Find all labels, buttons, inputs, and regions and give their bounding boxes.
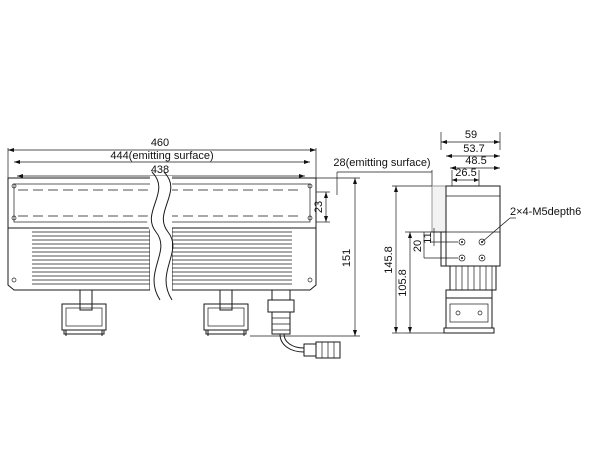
- fins-left: [32, 231, 150, 285]
- dim-26-5: 26.5: [451, 167, 480, 186]
- dim-23: 23: [313, 191, 330, 223]
- m5-holes: [458, 217, 516, 262]
- break-line-left: [150, 171, 162, 301]
- housing-right: [171, 228, 317, 291]
- dim-20: 20: [412, 232, 458, 259]
- dim-label-side-width-c: 26.5: [455, 167, 476, 179]
- dim-label-emitting-width: 28(emitting surface): [333, 157, 430, 169]
- hole: [307, 183, 313, 189]
- dim-48-5: 48.5: [450, 155, 500, 170]
- dim-label-hole-pitch: 20: [412, 240, 424, 252]
- bracket-right: [203, 289, 249, 336]
- cable-wire: [279, 333, 305, 353]
- bracket-left: [61, 289, 107, 336]
- hole: [307, 277, 313, 283]
- side-housing: [445, 185, 501, 267]
- dim-label-hole-offset: 11: [422, 232, 434, 243]
- dim-28-emitting: 28(emitting surface): [333, 157, 433, 195]
- dim-145-8: 145.8: [383, 185, 432, 334]
- dim-53-7: 53.7: [446, 143, 500, 158]
- housing-left: [7, 228, 151, 291]
- dim-151: 151: [250, 177, 360, 337]
- dim-label-side-width-a: 53.7: [463, 143, 484, 155]
- hole: [11, 277, 17, 283]
- hole: [307, 215, 313, 221]
- front-view: 460 444(emitting surface) 438 2: [7, 137, 360, 359]
- dim-105-8: 105.8: [397, 231, 444, 334]
- fins-right: [172, 231, 292, 285]
- hole: [11, 215, 17, 221]
- dim-label-side-width-b: 48.5: [465, 155, 486, 167]
- break-line-right: [162, 171, 174, 301]
- dim-label-height-window: 23: [313, 201, 325, 213]
- hole-callout: 2×4-M5depth6: [510, 206, 581, 218]
- dim-label-width-total: 460: [151, 137, 169, 149]
- dim-460: 460: [7, 137, 317, 178]
- break-gap: [150, 176, 172, 300]
- dim-438: 438: [17, 164, 305, 178]
- dim-label-width-emitting: 444(emitting surface): [110, 150, 213, 162]
- dim-444: 444(emitting surface): [14, 150, 310, 164]
- cable-connector: [267, 289, 341, 359]
- side-fins: [449, 265, 497, 291]
- front-lens: [431, 185, 447, 233]
- dim-label-side-height-b: 105.8: [397, 269, 409, 297]
- side-view: 59 53.7 48.5 26.5: [333, 129, 581, 334]
- side-flange: [440, 231, 447, 267]
- dim-label-side-height-total: 145.8: [383, 246, 395, 274]
- side-bracket: [443, 289, 495, 334]
- dim-59: 59: [440, 129, 501, 150]
- dim-label-height-total: 151: [341, 249, 353, 267]
- hole: [11, 183, 17, 189]
- dim-label-side-width-total: 59: [465, 129, 477, 141]
